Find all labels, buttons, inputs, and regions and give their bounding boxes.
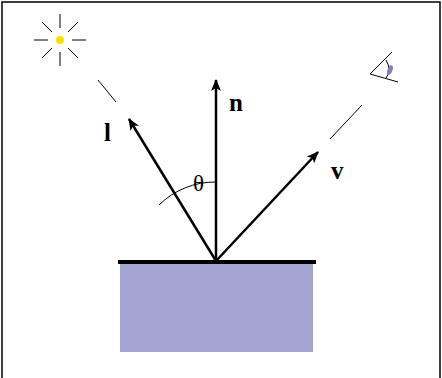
surface-block [120, 264, 313, 352]
light-source-symbol [34, 14, 86, 66]
light-guide-line [98, 80, 116, 102]
angle-label: θ [193, 172, 204, 195]
view-guide-line [330, 105, 362, 139]
normal-vector [215, 80, 218, 261]
eye-symbol [370, 52, 398, 82]
normal-vector-label: n [229, 90, 243, 115]
angle-arc [159, 182, 216, 205]
light-vector-label: l [104, 120, 111, 145]
view-vector-label: v [331, 158, 344, 183]
light-vector [129, 119, 216, 261]
view-vector [216, 152, 318, 261]
